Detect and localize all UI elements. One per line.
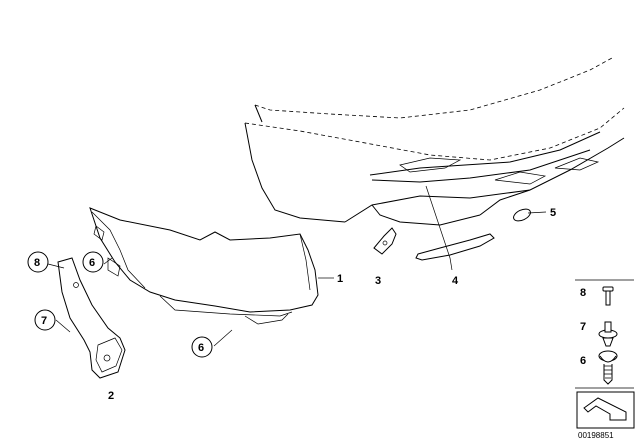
expanding-rivet-icon	[602, 286, 614, 306]
callout-7: 7	[41, 315, 47, 327]
callout-6b-circle	[191, 336, 213, 358]
callout-6a-circle	[82, 251, 104, 273]
callout-4: 4	[452, 275, 459, 287]
leader-lines	[47, 185, 547, 347]
plastic-clip-icon	[598, 321, 618, 347]
callout-5: 5	[550, 207, 556, 219]
callout-7-circle	[34, 309, 56, 331]
callout-6b: 6	[198, 342, 204, 354]
catalog-symbol	[576, 391, 635, 429]
part-5-tow-eye-cover	[513, 208, 531, 222]
callout-8: 8	[34, 257, 40, 269]
callout-2: 2	[108, 390, 114, 402]
part-1-bumper-side-section	[89, 207, 319, 325]
callout-8-circle	[27, 251, 49, 273]
legend-label-7: 7	[580, 321, 586, 333]
legend-label-6: 6	[580, 355, 586, 367]
part-3-bracket	[373, 227, 397, 255]
screw-with-cap-icon	[598, 350, 618, 385]
part-4-reflector	[415, 233, 495, 261]
callout-1: 1	[337, 273, 343, 285]
callout-3: 3	[375, 275, 381, 287]
fastener-legend: 8 7 6	[575, 279, 634, 389]
drawing-number: 00198851	[578, 431, 614, 440]
rear-bumper-panel	[244, 57, 625, 226]
part-2-mounting-bracket	[57, 257, 126, 379]
legend-label-8: 8	[580, 287, 586, 299]
callout-6a: 6	[89, 257, 95, 269]
